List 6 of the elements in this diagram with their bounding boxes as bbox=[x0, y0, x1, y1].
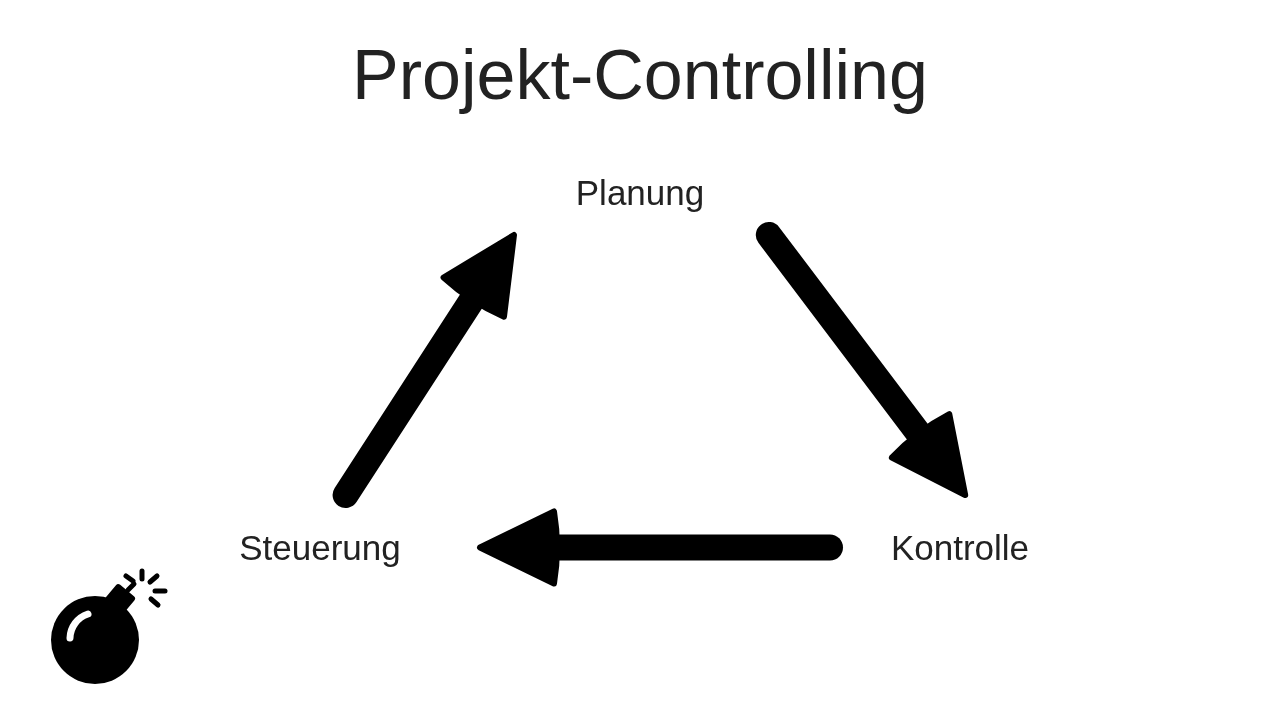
node-label: Kontrolle bbox=[890, 526, 1030, 569]
arrow bbox=[755, 222, 969, 498]
node-label: Steuerung bbox=[239, 526, 401, 569]
arrow bbox=[477, 508, 843, 587]
node-label: Planung bbox=[575, 171, 705, 214]
arrow bbox=[332, 232, 517, 508]
